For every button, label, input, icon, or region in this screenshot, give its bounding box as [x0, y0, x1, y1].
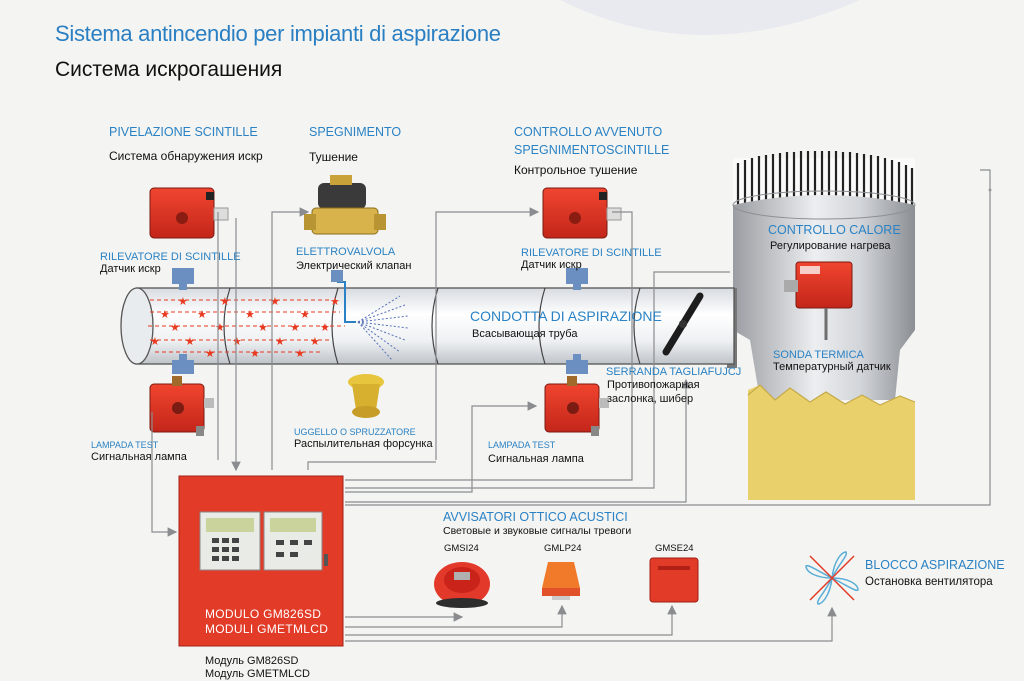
nozzle-it: UGGELLO O SPRUZZATORE: [294, 427, 416, 437]
svg-text:★: ★: [160, 308, 170, 321]
section-extinguishing-it: SPEGNIMENTO: [309, 125, 402, 139]
gmse24-label: GMSE24: [655, 543, 694, 554]
solenoid-valve-ru: Электрический клапан: [296, 260, 412, 272]
svg-text:★: ★: [197, 308, 207, 321]
silo: [727, 151, 916, 500]
solenoid-valve: [304, 175, 386, 235]
heat-control-box: [784, 261, 853, 340]
svg-text:★: ★: [170, 321, 180, 334]
fire-damper-ru-1: Противопожарная: [607, 379, 700, 391]
solenoid-valve-it: ELETTROVALVOLA: [296, 246, 396, 258]
panel-module-line-1: MODULO GM826SD: [205, 607, 322, 621]
title-italian: Sistema antincendio per impianti di aspi…: [55, 21, 501, 46]
test-lamp-2-ru: Сигнальная лампа: [488, 453, 584, 465]
heat-control-ru: Регулирование нагрева: [770, 240, 891, 252]
section-detection-ru: Система обнаружения искр: [109, 149, 263, 163]
alarms-it: AVVISATORI OTTICO ACUSTICI: [443, 510, 628, 524]
svg-text:★: ★: [150, 335, 160, 348]
svg-text:★: ★: [215, 321, 225, 334]
sensor-connectors: [172, 268, 588, 374]
svg-text:★: ★: [295, 347, 305, 360]
nozzle-ru: Распылительная форсунка: [294, 438, 433, 450]
module-ru-1: Модуль GM826SD: [205, 655, 299, 667]
nozzle: [348, 374, 384, 418]
spray: [357, 295, 409, 361]
svg-text:★: ★: [275, 335, 285, 348]
panel-module-line-2: MODULI GMETMLCD: [205, 622, 329, 636]
svg-text:★: ★: [310, 335, 320, 348]
beacon-gmlp24: [542, 562, 580, 600]
fan-stop-ru: Остановка вентилятора: [865, 576, 993, 588]
test-lamp-1-ru: Сигнальная лампа: [91, 451, 187, 463]
svg-text:★: ★: [205, 347, 215, 360]
svg-text:★: ★: [300, 308, 310, 321]
duct-it: CONDOTTA DI ASPIRAZIONE: [470, 308, 662, 324]
section-control-it-1: CONTROLLO AVVENUTO: [514, 125, 663, 139]
heat-control-it: CONTROLLO CALORE: [768, 223, 901, 237]
gmsi24-label: GMSI24: [444, 543, 479, 554]
title-russian: Система искрогашения: [55, 58, 283, 81]
siren-gmse24: [649, 557, 699, 603]
fan-stop-icon: [805, 551, 859, 605]
spark-detector-1-it: RILEVATORE DI SCINTILLE: [100, 251, 241, 263]
svg-text:★: ★: [245, 308, 255, 321]
svg-text:★: ★: [330, 295, 340, 308]
section-detection-it: PIVELAZIONE SCINTILLE: [109, 125, 258, 139]
fire-damper-it: SERRANDA TAGLIAFUJCJ: [606, 366, 742, 378]
spark-stars: ★★★ ★★★ ★★★ ★★★ ★★★ ★★★ ★★★: [150, 295, 340, 360]
fan-stop-it: BLOCCO ASPIRAZIONE: [865, 558, 1005, 572]
svg-text:★: ★: [320, 321, 330, 334]
section-extinguishing-ru: Тушение: [309, 150, 358, 164]
connection-lines: [151, 169, 991, 642]
test-lamp-2: [544, 376, 609, 436]
svg-text:★: ★: [250, 347, 260, 360]
svg-text:★: ★: [270, 295, 280, 308]
spark-detector-2-ru: Датчик искр: [521, 259, 582, 271]
alarms-ru: Световые и звуковые сигналы тревоги: [443, 525, 632, 537]
control-panel: [178, 475, 344, 647]
duct-ru: Всасывающая труба: [472, 328, 578, 340]
sparks: [148, 299, 345, 353]
spark-detector-1-ru: Датчик искр: [100, 263, 161, 275]
test-lamp-1-it: LAMPADA TEST: [91, 440, 159, 450]
svg-text:★: ★: [185, 335, 195, 348]
thermal-probe-ru: Температурный датчик: [773, 361, 891, 373]
test-lamp-2-it: LAMPADA TEST: [488, 440, 556, 450]
module-ru-2: Модуль GMETMLCD: [205, 668, 310, 680]
spark-detector-2-it: RILEVATORE DI SCINTILLE: [521, 247, 662, 259]
spark-detector-1: [149, 187, 229, 239]
section-control-it-2: SPEGNIMENTOSCINTILLE: [514, 143, 670, 157]
svg-text:★: ★: [220, 295, 230, 308]
gmlp24-label: GMLP24: [544, 543, 582, 554]
svg-text:★: ★: [258, 321, 268, 334]
test-lamp-1: [149, 376, 214, 436]
bell-gmsi24: [434, 562, 490, 608]
fire-damper-ru-2: заслонка, шибер: [607, 393, 694, 405]
section-control-ru: Контрольное тушение: [514, 163, 638, 177]
spark-detector-2: [542, 187, 622, 239]
svg-text:★: ★: [232, 335, 242, 348]
svg-text:★: ★: [178, 295, 188, 308]
svg-text:★: ★: [290, 321, 300, 334]
thermal-probe-it: SONDA TERMICA: [773, 349, 864, 361]
